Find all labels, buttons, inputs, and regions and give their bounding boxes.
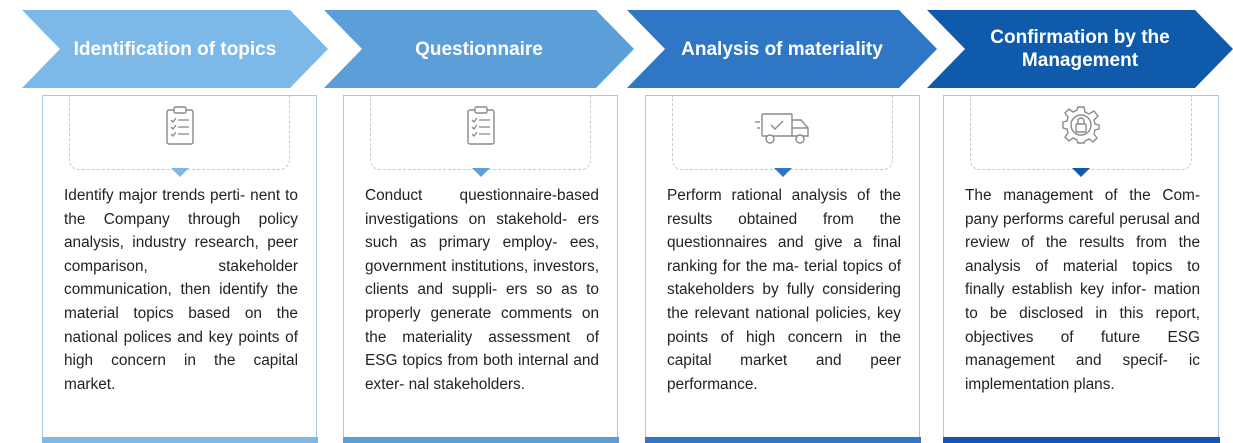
pointer-triangle: [1072, 168, 1090, 177]
step-card-identification: Identify major trends perti- nent to the…: [41, 95, 318, 443]
step-arrow-analysis: Analysis of materiality: [627, 10, 937, 88]
card-bottom-bar: [41, 437, 318, 443]
clipboard-checklist-icon: [165, 106, 194, 145]
step-arrow-identification: Identification of topics: [22, 10, 328, 88]
gear-lock-icon: [1062, 106, 1100, 144]
step-title: Identification of topics: [73, 38, 277, 60]
step-card-questionnaire: Conduct questionnaire-based investigatio…: [342, 95, 619, 443]
icon-frame: [69, 96, 290, 170]
delivery-truck-check-icon: [754, 113, 809, 144]
icon-frame: [370, 96, 591, 170]
step-card-confirmation: The management of the Com- pany performs…: [942, 95, 1220, 443]
step-arrow-confirmation: Confirmation by the Management: [927, 10, 1233, 88]
step-arrow-questionnaire: Questionnaire: [324, 10, 634, 88]
icon-frame: [672, 96, 893, 170]
step-card-analysis: Perform rational analysis of the results…: [644, 95, 921, 443]
step-description: The management of the Com- pany performs…: [965, 187, 1200, 393]
pointer-triangle: [773, 168, 792, 177]
step-description: Perform rational analysis of the results…: [667, 187, 901, 393]
card-bottom-bar: [342, 437, 619, 443]
step-title: Questionnaire: [415, 38, 543, 60]
card-bottom-bar: [942, 437, 1220, 443]
step-title: Analysis of materiality: [681, 38, 883, 60]
icon-frame: [970, 96, 1192, 170]
step-description: Conduct questionnaire-based investigatio…: [365, 187, 599, 393]
pointer-triangle: [471, 168, 490, 177]
card-bottom-bar: [644, 437, 921, 443]
step-description: Identify major trends perti- nent to the…: [64, 187, 298, 393]
step-title: Confirmation by the Management: [990, 27, 1170, 71]
clipboard-checklist-icon: [466, 106, 495, 145]
pointer-triangle: [170, 168, 189, 177]
